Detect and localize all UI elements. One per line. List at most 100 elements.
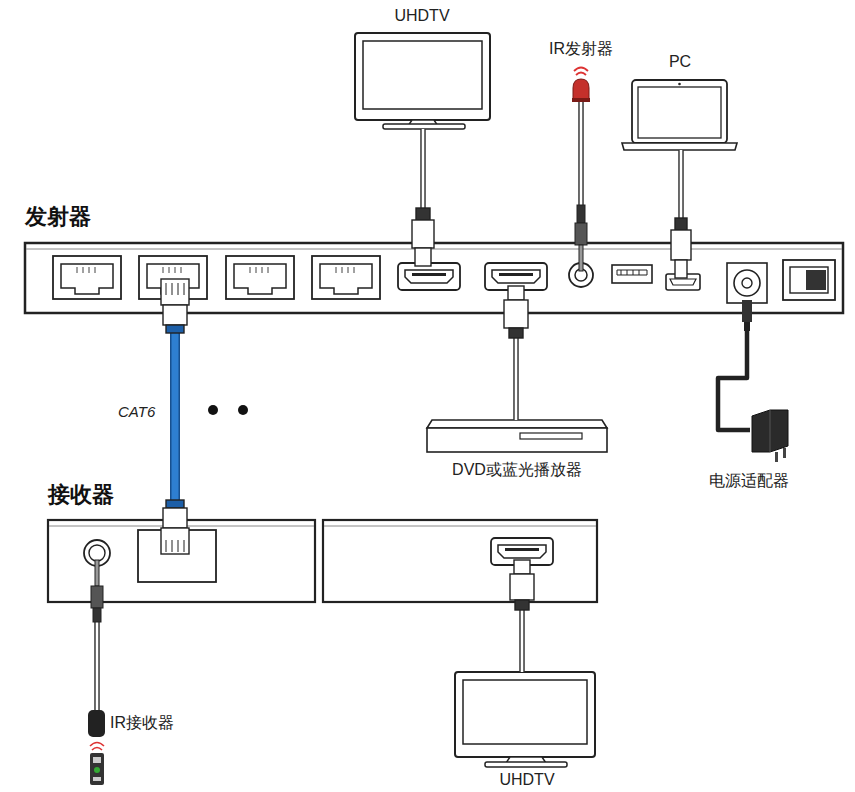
hdmi-plug [515, 600, 529, 610]
receiver-housing [48, 520, 315, 602]
uhdtv-bottom [485, 762, 567, 767]
cable-line [718, 313, 750, 430]
usb-plug [675, 218, 687, 230]
transmitter-housing [53, 256, 121, 299]
device-label: 接收器 [48, 482, 114, 508]
receiver-housing [89, 545, 105, 561]
uhdtv-top [355, 33, 490, 129]
hdmi-plug [509, 328, 523, 338]
power-cable [718, 313, 750, 430]
transmitter-housing [734, 270, 760, 296]
transmitter-housing [617, 270, 647, 275]
device-label: DVD或蓝光播放器 [452, 460, 582, 479]
audio-plug [575, 223, 587, 245]
transmitter-housing [25, 243, 843, 313]
usb-plug [671, 218, 691, 278]
power-adapter [752, 410, 788, 452]
power-plug [742, 300, 752, 331]
ir-emitter [573, 79, 589, 100]
device-label: UHDTV [394, 6, 449, 25]
device-label: PC [669, 52, 691, 71]
laptop-pc [678, 83, 681, 86]
ir-receiver [93, 757, 101, 763]
uhdtv-top [383, 124, 465, 129]
audio-plug [577, 205, 585, 223]
cable-line [519, 602, 525, 672]
audio-plug [575, 205, 587, 271]
transmitter-housing [25, 243, 843, 313]
transmitter-housing [727, 263, 767, 303]
transmitter-housing [312, 256, 380, 299]
power-adapter [752, 410, 788, 462]
ir-receiver [88, 710, 105, 737]
device-label: UHDTV [499, 770, 554, 789]
rj45-plug [166, 283, 184, 295]
transmitter-box: 发射器 [25, 243, 843, 313]
rj45-plug [161, 279, 189, 333]
dvd-player [427, 420, 607, 452]
uhdtv-monitor: UHDTV [455, 672, 595, 767]
hdmi-plug [510, 560, 534, 610]
pc-laptop: PC [622, 80, 737, 150]
ir-emitter [572, 68, 590, 103]
dvd-player [427, 420, 607, 428]
uhdtv-bottom [455, 672, 595, 757]
rj45-plug [166, 540, 184, 552]
device-label: IR发射器 [549, 39, 613, 58]
power-adapter: 电源适配器 [750, 408, 790, 454]
device-label: IR接收器 [110, 713, 174, 732]
rj45-plug [161, 500, 189, 554]
power-adapter [770, 410, 771, 452]
power-plug [742, 300, 752, 322]
device-label: 电源适配器 [709, 471, 789, 490]
dvd-player [427, 428, 607, 452]
audio-plug [91, 586, 103, 608]
ir-receiver [88, 710, 105, 785]
receiver-box: 接收器 [48, 520, 597, 602]
transmitter-housing [790, 267, 828, 293]
audio-plug [91, 560, 103, 622]
rj45-plug [163, 508, 187, 528]
ir-receiver [90, 753, 104, 785]
dvd-player: DVD或蓝光播放器 [427, 420, 607, 452]
hdmi-plug [510, 574, 534, 600]
transmitter-housing [806, 270, 826, 290]
transmitter-housing [783, 260, 835, 300]
transmitter-housing [398, 263, 460, 290]
hdmi-plug [508, 286, 524, 300]
receiver-housing [48, 520, 597, 602]
power-adapter [783, 448, 786, 458]
continuation-dots [208, 405, 248, 415]
ir-emitter: IR发射器 [573, 79, 589, 102]
hdmi-plug [504, 300, 528, 328]
ir-receiver: IR接收器 [88, 710, 105, 737]
device-label: 发射器 [25, 204, 91, 230]
hdmi-plug [415, 248, 431, 266]
hdmi-plug [504, 286, 528, 338]
usb-plug [675, 260, 687, 278]
laptop-pc [622, 80, 737, 150]
ir-emitter [574, 68, 588, 76]
rj45-plug [163, 305, 187, 325]
audio-plug [95, 560, 99, 586]
laptop-pc [622, 143, 737, 150]
rj45-plug [166, 325, 184, 333]
rj45-plug [166, 500, 184, 508]
signal-cable [522, 602, 523, 672]
rj45-plug [161, 528, 189, 554]
laptop-pc [632, 80, 727, 143]
ir-receiver [93, 777, 101, 781]
continuation-dots [208, 405, 218, 415]
uhdtv-top [363, 41, 482, 109]
cable-label: CAT6 [118, 403, 155, 421]
laptop-pc [638, 87, 721, 138]
cat6-cable [175, 313, 176, 520]
rj45-plug [161, 279, 189, 305]
audio-plug [93, 608, 101, 622]
cable-line [521, 602, 524, 672]
uhdtv-bottom [463, 680, 587, 744]
usb-plug [671, 230, 691, 260]
continuation-dots [238, 405, 248, 415]
